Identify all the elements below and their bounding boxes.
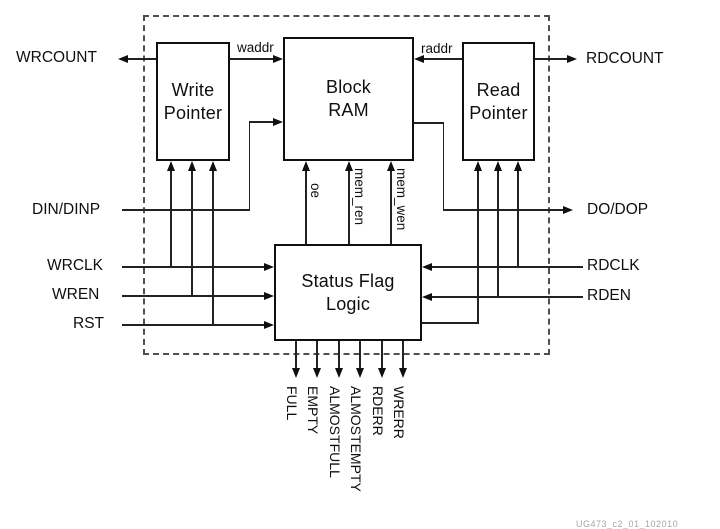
figure-reference: UG473_c2_01_102010 xyxy=(576,519,679,529)
wire-rst xyxy=(122,324,264,326)
arrowhead-empty-down xyxy=(312,368,321,378)
block-read-pointer-label-line1: Read xyxy=(476,79,521,100)
signal-label-do: DO/DOP xyxy=(587,201,649,218)
wire-wren xyxy=(122,295,264,297)
wire-mem-ren xyxy=(348,171,350,244)
block-status-flag-logic: Status Flag Logic xyxy=(274,244,422,341)
arrowhead-rst-right xyxy=(264,320,274,329)
wire-wrclk xyxy=(122,266,264,268)
wire-rst-to-write-pointer xyxy=(212,171,214,325)
arrowhead-almostempty-down xyxy=(355,368,364,378)
signal-label-waddr: waddr xyxy=(237,40,274,55)
wire-mem-wen xyxy=(390,171,392,244)
signal-label-raddr: raddr xyxy=(421,41,453,56)
wire-wrclk-to-write-pointer xyxy=(170,171,172,267)
output-flag-wrerr: WRERR xyxy=(391,386,407,439)
signal-label-rdcount: RDCOUNT xyxy=(586,50,664,67)
wire-rden-to-read-pointer xyxy=(497,171,499,297)
wire-do-dropper xyxy=(442,123,444,210)
arrowhead-mem-ren-up xyxy=(344,161,353,171)
fifo-boundary-dashed-border xyxy=(143,15,550,355)
arrowhead-wrerr-down xyxy=(398,368,407,378)
arrowhead-waddr-right xyxy=(273,54,283,63)
block-ram-label-line2: RAM xyxy=(328,100,369,120)
arrowhead-rdcount-right xyxy=(567,54,577,63)
arrowhead-wrclk-right xyxy=(264,262,274,271)
wire-almostempty xyxy=(359,341,361,368)
wire-wren-to-write-pointer xyxy=(191,171,193,296)
signal-label-wrclk: WRCLK xyxy=(47,257,103,274)
signal-label-rdclk: RDCLK xyxy=(587,257,640,274)
signal-label-mem-wen: mem_wen xyxy=(394,168,409,231)
signal-label-wrcount: WRCOUNT xyxy=(16,49,97,66)
wire-rden xyxy=(432,296,583,298)
wire-do-horizontal xyxy=(443,209,563,211)
arrowhead-wren-right xyxy=(264,291,274,300)
signal-label-mem-ren: mem_ren xyxy=(352,168,367,226)
arrowhead-mem-wen-up xyxy=(386,161,395,171)
arrowhead-din-right xyxy=(273,117,283,126)
arrowhead-wrcount-left xyxy=(118,54,128,63)
wire-rderr xyxy=(381,341,383,368)
wire-rst-to-read-pointer xyxy=(422,322,479,324)
arrowhead-write-pointer-in1 xyxy=(166,161,175,171)
signal-label-rst: RST xyxy=(73,315,104,332)
block-read-pointer: Read Pointer xyxy=(462,42,535,161)
signal-label-wren: WREN xyxy=(52,286,100,303)
arrowhead-oe-up xyxy=(301,161,310,171)
wire-almostfull xyxy=(338,341,340,368)
output-flag-full: FULL xyxy=(284,386,300,421)
wire-rst-riser-read-pointer xyxy=(477,171,479,323)
block-write-pointer: Write Pointer xyxy=(156,42,230,161)
wire-full xyxy=(295,341,297,368)
wire-raddr xyxy=(424,58,462,60)
arrowhead-almostfull-down xyxy=(334,368,343,378)
wire-rdcount xyxy=(535,58,567,60)
block-read-pointer-label-line2: Pointer xyxy=(469,102,528,123)
arrowhead-write-pointer-in3 xyxy=(208,161,217,171)
wire-oe xyxy=(305,171,307,244)
block-status-flag-logic-label-line2: Logic xyxy=(325,293,371,314)
arrowhead-raddr-left xyxy=(414,54,424,63)
arrowhead-write-pointer-in2 xyxy=(187,161,196,171)
block-write-pointer-label-line1: Write xyxy=(171,79,215,100)
block-ram: Block RAM xyxy=(283,37,414,161)
wire-din-into-ram xyxy=(249,121,273,123)
wire-wrcount xyxy=(128,58,156,60)
output-flag-empty: EMPTY xyxy=(305,386,321,435)
wire-din-riser xyxy=(248,122,250,210)
arrowhead-read-pointer-in1 xyxy=(473,161,482,171)
arrowhead-rden-left xyxy=(422,292,432,301)
signal-label-din: DIN/DINP xyxy=(32,201,101,218)
arrowhead-read-pointer-in3 xyxy=(513,161,522,171)
arrowhead-rdclk-left xyxy=(422,262,432,271)
block-ram-label-line1: Block xyxy=(325,77,371,97)
wire-din-horizontal xyxy=(122,209,250,211)
wire-wrerr xyxy=(402,341,404,368)
output-flag-rderr: RDERR xyxy=(370,386,386,436)
wire-rdclk xyxy=(432,266,583,268)
arrowhead-full-down xyxy=(291,368,300,378)
arrowhead-read-pointer-in2 xyxy=(493,161,502,171)
output-flag-almostfull: ALMOSTFULL xyxy=(327,386,343,478)
signal-label-oe: oe xyxy=(308,183,323,199)
wire-empty xyxy=(316,341,318,368)
arrowhead-do-right xyxy=(563,205,573,214)
block-write-pointer-label-line2: Pointer xyxy=(163,102,223,123)
wire-rdclk-to-read-pointer xyxy=(517,171,519,267)
wire-waddr xyxy=(230,58,273,60)
output-flag-almostempty: ALMOSTEMPTY xyxy=(348,386,364,492)
arrowhead-rderr-down xyxy=(377,368,386,378)
block-status-flag-logic-label-line1: Status Flag xyxy=(301,270,395,291)
wire-do-from-ram xyxy=(414,122,444,124)
signal-label-rden: RDEN xyxy=(587,287,631,304)
